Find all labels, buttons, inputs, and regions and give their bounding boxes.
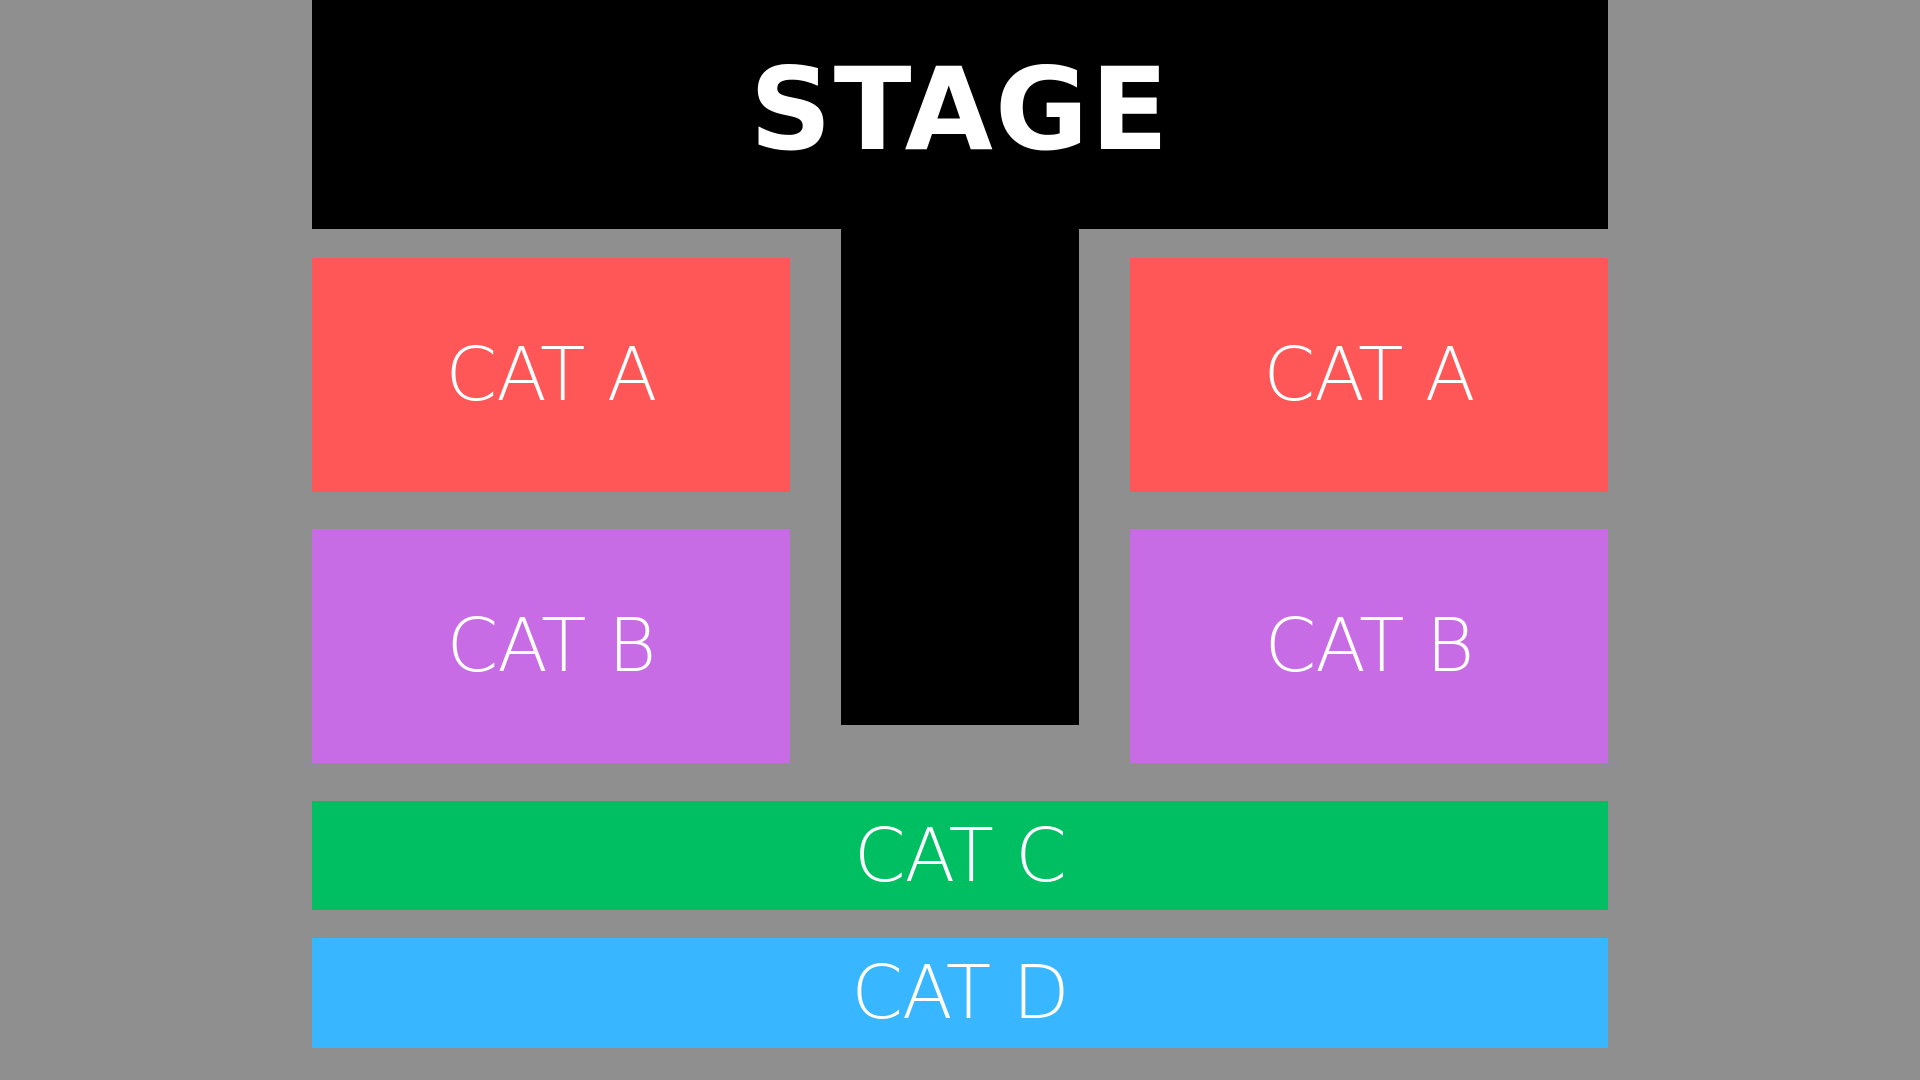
stage-runway bbox=[841, 228, 1079, 725]
section-cat-a-right[interactable]: CAT A bbox=[1130, 258, 1608, 492]
section-label-cat-b: CAT B bbox=[446, 603, 657, 689]
stage: STAGE bbox=[312, 0, 1608, 229]
section-label-cat-a: CAT A bbox=[445, 332, 658, 418]
section-label-cat-a: CAT A bbox=[1263, 332, 1476, 418]
section-cat-a-left[interactable]: CAT A bbox=[312, 258, 790, 492]
section-label-cat-b: CAT B bbox=[1264, 603, 1475, 689]
section-cat-b-left[interactable]: CAT B bbox=[312, 529, 790, 763]
section-cat-d[interactable]: CAT D bbox=[312, 938, 1608, 1048]
section-label-cat-c: CAT C bbox=[854, 812, 1067, 899]
stage-label: STAGE bbox=[749, 43, 1171, 176]
section-cat-b-right[interactable]: CAT B bbox=[1130, 529, 1608, 763]
section-label-cat-d: CAT D bbox=[851, 950, 1069, 1036]
section-cat-c[interactable]: CAT C bbox=[312, 801, 1608, 910]
